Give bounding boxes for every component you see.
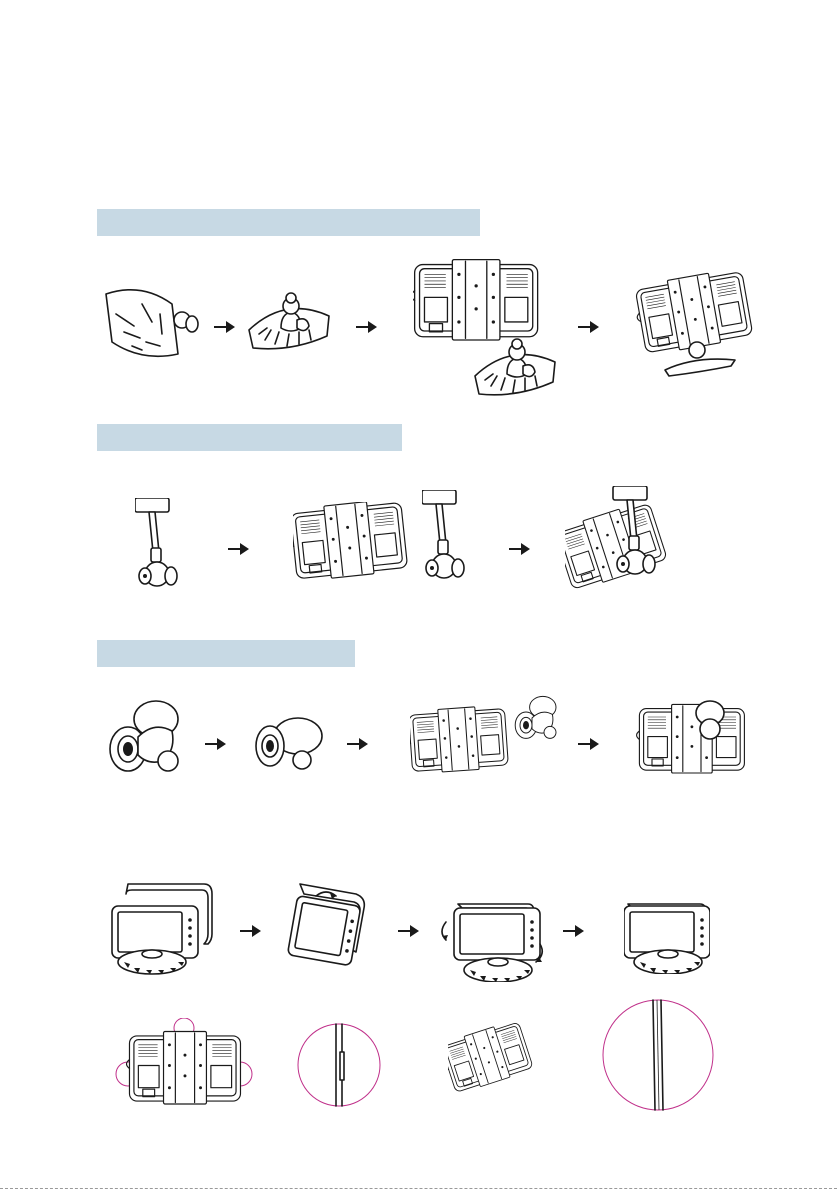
step-monitor-on-suction <box>635 270 753 382</box>
arrow-right-icon <box>578 320 600 334</box>
arrow-right-icon <box>240 924 262 938</box>
step-monitor-and-suction <box>413 258 558 408</box>
arrow-right-icon <box>563 924 585 938</box>
step-sunshade-separate <box>108 880 214 980</box>
step-ball-mount-open <box>108 697 188 777</box>
section-band-headrest-arm-mount <box>97 424 402 451</box>
arrow-right-icon <box>398 924 420 938</box>
detail-zoom-edge-1 <box>296 1022 382 1108</box>
arrow-right-icon <box>347 737 369 751</box>
step-monitor-back <box>293 502 411 600</box>
section-band-ball-mount <box>97 640 355 667</box>
detail-zoom-edge-2 <box>601 998 715 1112</box>
step-monitor-with-arm <box>565 486 673 604</box>
step-sunshade-rotate <box>436 900 548 982</box>
step-suction-fold <box>102 284 200 364</box>
step-monitor-and-ball-mount <box>410 694 560 794</box>
step-ball-mount-closed <box>252 706 332 776</box>
step-monitor-with-ball-mount <box>636 693 748 783</box>
step-sunshade-installed <box>624 900 710 974</box>
detail-monitor-angle <box>448 1018 536 1104</box>
arrow-right-icon <box>509 542 531 556</box>
step-headrest-arm <box>135 498 185 590</box>
step-headrest-arm-second <box>422 490 472 582</box>
arrow-right-icon <box>228 542 250 556</box>
detail-monitor-back-clips <box>114 1018 254 1110</box>
zoom-circle-icon <box>298 1024 380 1106</box>
page-bottom-rule <box>0 1188 837 1189</box>
section-band-suction-mount <box>97 209 480 236</box>
step-sunshade-attaching <box>286 880 370 980</box>
arrow-right-icon <box>214 320 236 334</box>
step-suction-assembled <box>245 290 335 356</box>
arrow-right-icon <box>578 737 600 751</box>
arrow-right-icon <box>356 320 378 334</box>
arrow-right-icon <box>205 737 227 751</box>
